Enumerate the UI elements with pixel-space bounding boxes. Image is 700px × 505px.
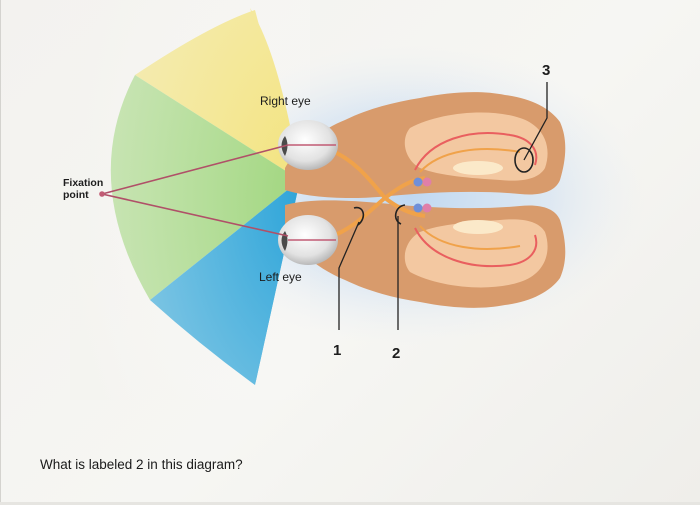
right-optic-radiation (414, 132, 538, 171)
leader-line-3 (523, 82, 548, 161)
right-optic-radiation-2 (419, 148, 521, 173)
cut-marker-3 (514, 147, 534, 173)
cut-marker-2 (394, 204, 406, 225)
right-occipital-highlight (453, 161, 503, 175)
label-leaders (338, 82, 548, 330)
left-optic-radiation-2 (419, 225, 521, 250)
left-lgn-blue (413, 203, 423, 213)
visual-field-fade (70, 0, 310, 400)
left-eye (278, 215, 338, 265)
right-optic-nerve (329, 148, 387, 200)
fixation-label-line1: Fixation (63, 177, 103, 189)
leader-line-1 (338, 221, 360, 330)
label-number-3: 3 (542, 62, 550, 79)
left-cortex-inner (404, 219, 548, 288)
label-number-2: 2 (392, 345, 400, 362)
card-bottom-edge (0, 502, 700, 505)
right-optic-tract (383, 176, 426, 200)
optic-pathways (329, 148, 432, 239)
card-left-edge (0, 0, 1, 505)
left-optic-tract (383, 196, 426, 218)
right-eye (278, 120, 338, 170)
right-eye-label: Right eye (260, 94, 311, 108)
visual-field (70, 0, 310, 400)
left-optic-radiation (414, 227, 538, 268)
question-text: What is labeled 2 in this diagram? (40, 457, 243, 472)
cut-marker-1 (353, 206, 365, 226)
label-number-1: 1 (333, 342, 341, 359)
brain (285, 92, 566, 308)
left-lgn-pink (422, 203, 432, 213)
sight-line-to-left-eye (101, 193, 289, 237)
right-lgn-blue (413, 177, 423, 187)
fixation-label-line2: point (63, 189, 89, 201)
left-eye-label: Left eye (259, 270, 302, 284)
left-occipital-highlight (453, 220, 503, 234)
right-lgn-pink (422, 177, 432, 187)
right-cortex-inner (404, 112, 548, 181)
fixation-point-dot (99, 191, 105, 197)
sight-line-to-right-eye (101, 144, 289, 195)
